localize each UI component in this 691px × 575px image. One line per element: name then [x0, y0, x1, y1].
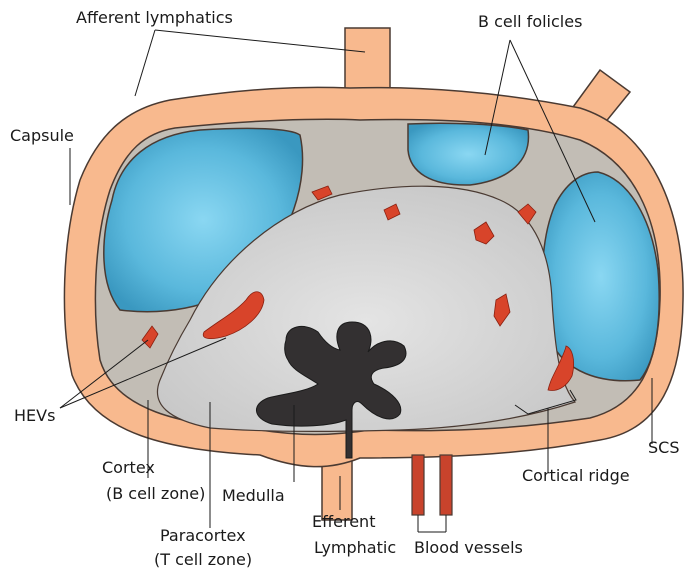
label-hevs: HEVs — [14, 406, 55, 425]
label-cortex-line1: Cortex — [102, 458, 155, 477]
afferent-vessel-top — [345, 28, 390, 95]
label-paracortex-line1: Paracortex — [160, 526, 246, 545]
label-paracortex-line2: (T cell zone) — [154, 550, 252, 569]
label-capsule: Capsule — [10, 126, 74, 145]
label-cortex: Cortex — [102, 458, 155, 477]
label-efferent-line1: Efferent — [312, 512, 375, 531]
label-medulla: Medulla — [222, 486, 285, 505]
label-blood-vessels: Blood vessels — [414, 538, 523, 557]
label-cortex-line2: (B cell zone) — [106, 484, 205, 503]
label-b-cell-folicles: B cell folicles — [478, 12, 582, 31]
blood-vessel — [440, 455, 452, 515]
label-cortical-ridge: Cortical ridge — [522, 466, 630, 485]
leader-afferent-left — [135, 30, 155, 96]
label-scs: SCS — [648, 438, 679, 457]
label-efferent-line2: Lymphatic — [314, 538, 396, 557]
blood-vessel — [412, 455, 424, 515]
label-afferent-lymphatics: Afferent lymphatics — [76, 8, 233, 27]
leader-afferent-top — [155, 30, 365, 52]
blood-vessels — [412, 455, 452, 515]
